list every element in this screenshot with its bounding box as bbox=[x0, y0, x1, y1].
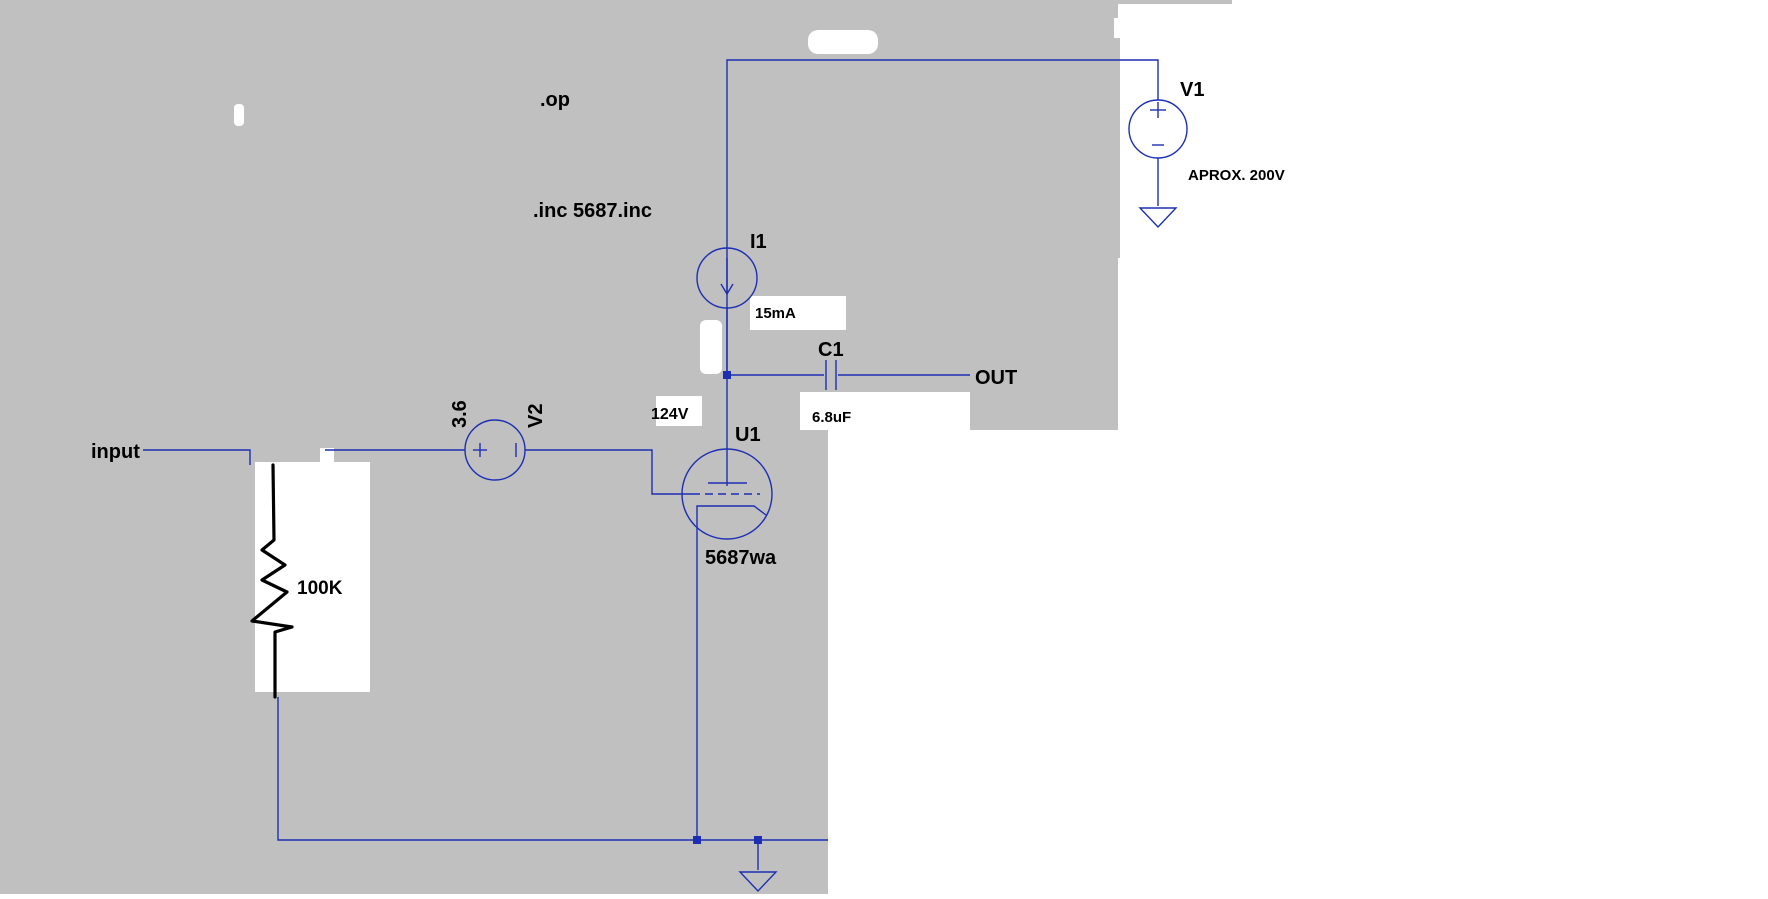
v1-value: APROX. 200V bbox=[1188, 167, 1285, 184]
plate-voltage-label: 124V bbox=[651, 406, 689, 423]
c1-value: 6.8uF bbox=[812, 409, 851, 426]
current-source-icon bbox=[696, 247, 758, 309]
ground-icon bbox=[738, 871, 778, 893]
ground-icon bbox=[1138, 207, 1178, 229]
i1-name: I1 bbox=[750, 231, 767, 253]
u1-value: 5687wa bbox=[705, 547, 777, 569]
junction-dot-icon bbox=[723, 371, 731, 379]
junction-dot-icon bbox=[693, 836, 701, 844]
resistor-icon bbox=[250, 463, 294, 699]
junction-dots bbox=[693, 371, 762, 844]
capacitor-icon bbox=[825, 360, 837, 390]
i1-value: 15mA bbox=[755, 305, 796, 322]
v2-name: V2 bbox=[525, 404, 547, 428]
triode-tube-icon bbox=[681, 448, 773, 540]
junction-dot-icon bbox=[754, 836, 762, 844]
voltage-source-icon bbox=[464, 419, 526, 481]
c1-name: C1 bbox=[818, 339, 844, 361]
inc-directive: .inc 5687.inc bbox=[533, 200, 652, 222]
input-label: input bbox=[91, 441, 140, 463]
voltage-source-icon bbox=[1128, 99, 1188, 159]
edit-patches bbox=[234, 18, 1298, 692]
resistor-value: 100K bbox=[297, 578, 343, 599]
v2-value: 3.6 bbox=[449, 400, 471, 428]
u1-name: U1 bbox=[735, 424, 761, 446]
op-directive: .op bbox=[540, 89, 570, 111]
wires bbox=[143, 59, 1159, 870]
v1-name: V1 bbox=[1180, 79, 1204, 101]
output-label: OUT bbox=[975, 367, 1017, 389]
